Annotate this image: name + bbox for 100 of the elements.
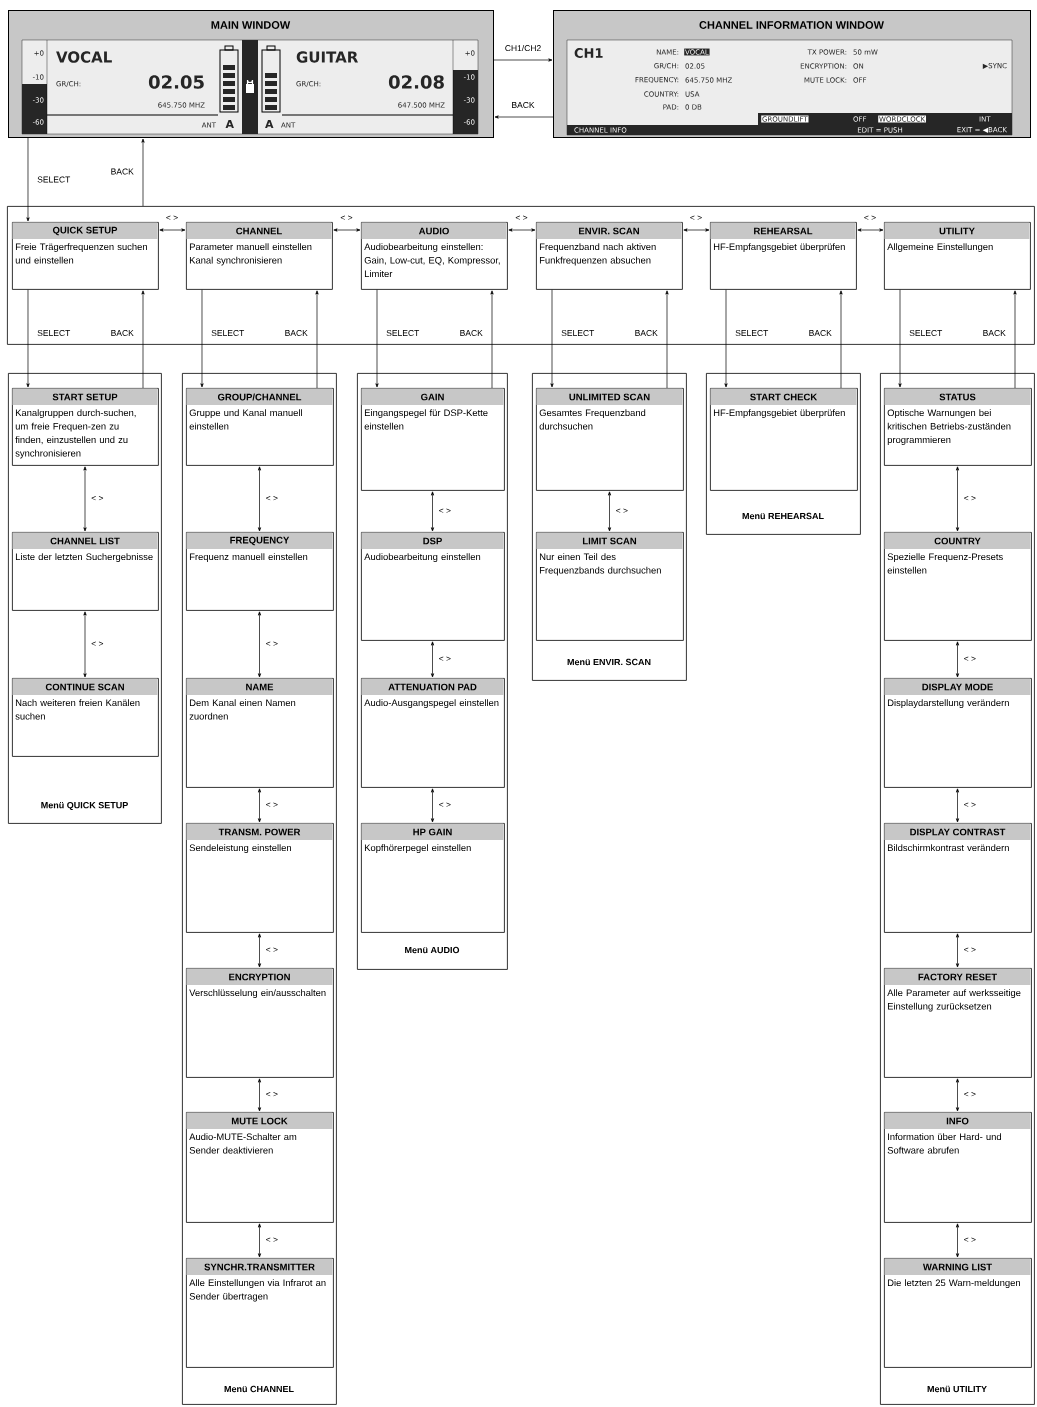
edge-label: < >: [164, 214, 180, 222]
menu-caption: Menü AUDIO: [405, 946, 460, 954]
edge-label: < >: [339, 214, 354, 222]
menu-title: COUNTRY: [934, 537, 981, 545]
menu-title: WARNING LIST: [922, 1263, 992, 1271]
menu-description: Audio-MUTE-Schalter am Sender deaktivieren: [189, 1133, 297, 1154]
menu-description: Frequenzband nach aktiven Funkfrequenzen absuchen: [539, 243, 656, 266]
menu-box: [884, 1258, 1032, 1368]
edge-label: < >: [962, 1091, 977, 1098]
menu-title: LIMIT SCAN: [582, 537, 637, 545]
edge-label: BACK: [109, 329, 135, 337]
menu-box: [884, 532, 1032, 641]
menu-description: Audiobearbeitung einstellen: [364, 553, 481, 562]
edge-label: < >: [437, 801, 452, 809]
edge-label: < >: [862, 214, 878, 222]
edge-label: BACK: [981, 329, 1007, 337]
menu-box: [12, 388, 159, 466]
edge-label: CH1/CH2: [503, 43, 543, 53]
edge-label: < >: [264, 946, 279, 954]
menu-title: CHANNEL: [236, 227, 282, 235]
edge-label: BACK: [510, 101, 536, 109]
menu-title: STATUS: [939, 393, 976, 401]
edge-label: < >: [264, 640, 279, 648]
display-text: VOCAL: [56, 51, 112, 63]
menu-caption: Menü UTILITY: [927, 1385, 987, 1393]
display-text: GUITAR: [296, 51, 358, 63]
edge-label: BACK: [633, 329, 659, 337]
menu-caption: Menü CHANNEL: [224, 1385, 294, 1393]
menu-description: Bildschirmkontrast verändern: [888, 844, 1009, 852]
edge-label: < >: [688, 214, 704, 222]
menu-description: Die letzten 25 Warn-meldungen: [888, 1279, 1020, 1288]
display-window: [553, 10, 1031, 138]
menu-title: FACTORY RESET: [918, 973, 997, 981]
menu-box: [186, 1258, 334, 1368]
display-text: A: [265, 120, 274, 128]
edge-label: < >: [614, 507, 629, 515]
menu-description: Alle Parameter auf werksseitige Einstellung zurücksetzen: [887, 989, 1021, 1012]
menu-box: [361, 388, 505, 491]
menu-box: [186, 968, 334, 1078]
edge-label: < >: [264, 1236, 279, 1244]
menu-box: [12, 678, 159, 757]
edge-label: SELECT: [908, 329, 944, 337]
edge-label: < >: [90, 495, 105, 502]
menu-title: HP GAIN: [413, 828, 452, 836]
menu-description: Audio-Ausgangspegel einstellen: [364, 699, 499, 708]
menu-box: [884, 678, 1032, 788]
menu-title: INFO: [946, 1117, 969, 1125]
display-text: 02.08: [388, 75, 444, 89]
menu-description: Alle Einstellungen via Infrarot an Sender übertragen: [189, 1279, 326, 1302]
edge-label: < >: [437, 507, 452, 515]
menu-caption: Menü QUICK SETUP: [41, 802, 128, 811]
edge-label: < >: [264, 495, 279, 502]
edge-label: SELECT: [36, 329, 72, 337]
display-text: CH1: [574, 48, 603, 58]
menu-description: Kanalgruppen durch-suchen, um freie Frequen-zen zu finden, einzustellen und zu synchronisieren: [15, 409, 136, 459]
edge-label: < >: [437, 655, 452, 663]
menu-description: Nur einen Teil des Frequenzbands durchsuchen: [539, 553, 661, 576]
edge-label: BACK: [109, 167, 135, 176]
menu-box: [884, 968, 1032, 1078]
menu-title: ATTENUATION PAD: [388, 683, 477, 691]
display-window: [8, 10, 494, 138]
edge-label: < >: [962, 655, 977, 663]
menu-title: START CHECK: [750, 393, 818, 401]
menu-description: Spezielle Frequenz-Presets einstellen: [887, 553, 1003, 574]
menu-description: Freie Trägerfrequenzen suchen und einstellen: [15, 243, 147, 264]
menu-caption: Menü REHEARSAL: [742, 512, 824, 520]
menu-title: GROUP/CHANNEL: [217, 393, 302, 401]
menu-title: AUDIO: [418, 227, 449, 235]
edge-label: < >: [962, 1236, 977, 1244]
edge-label: BACK: [458, 329, 484, 337]
menu-box: [186, 678, 334, 788]
menu-title: NAME: [246, 683, 274, 691]
edge-label: < >: [90, 640, 105, 648]
menu-box: [186, 823, 334, 933]
menu-description: Sendeleistung einstellen: [189, 844, 291, 853]
display-text: 02.05: [148, 75, 204, 89]
menu-box: [361, 678, 505, 788]
edge-label: < >: [962, 801, 977, 809]
menu-box: [361, 532, 505, 641]
menu-box: [710, 222, 857, 290]
menu-title: GAIN: [421, 393, 444, 401]
menu-description: Gesamtes Frequenzband durchsuchen: [539, 409, 646, 430]
menu-description: HF-Empfangsgebiet überprüfen: [714, 243, 845, 252]
menu-box: [186, 222, 333, 290]
menu-title: UNLIMITED SCAN: [569, 393, 650, 401]
menu-description: Information über Hard- und Software abrufen: [887, 1133, 1001, 1154]
menu-title: CHANNEL LIST: [50, 537, 120, 545]
menu-box: [361, 823, 505, 933]
menu-box: [12, 532, 159, 611]
menu-box: [361, 222, 508, 290]
menu-description: Eingangspegel für DSP-Kette einstellen: [364, 409, 488, 430]
edge-label: SELECT: [210, 329, 246, 337]
menu-box: [186, 388, 334, 466]
menu-title: DSP: [423, 537, 442, 545]
menu-description: Optische Warnungen bei kritischen Betriebs-zuständen programmieren: [887, 409, 1011, 445]
menu-title: START SETUP: [52, 393, 118, 401]
menu-box: [186, 1112, 334, 1223]
display-text: A: [225, 120, 234, 128]
menu-box: [710, 388, 858, 491]
menu-description: Dem Kanal einen Namen zuordnen: [189, 699, 296, 720]
